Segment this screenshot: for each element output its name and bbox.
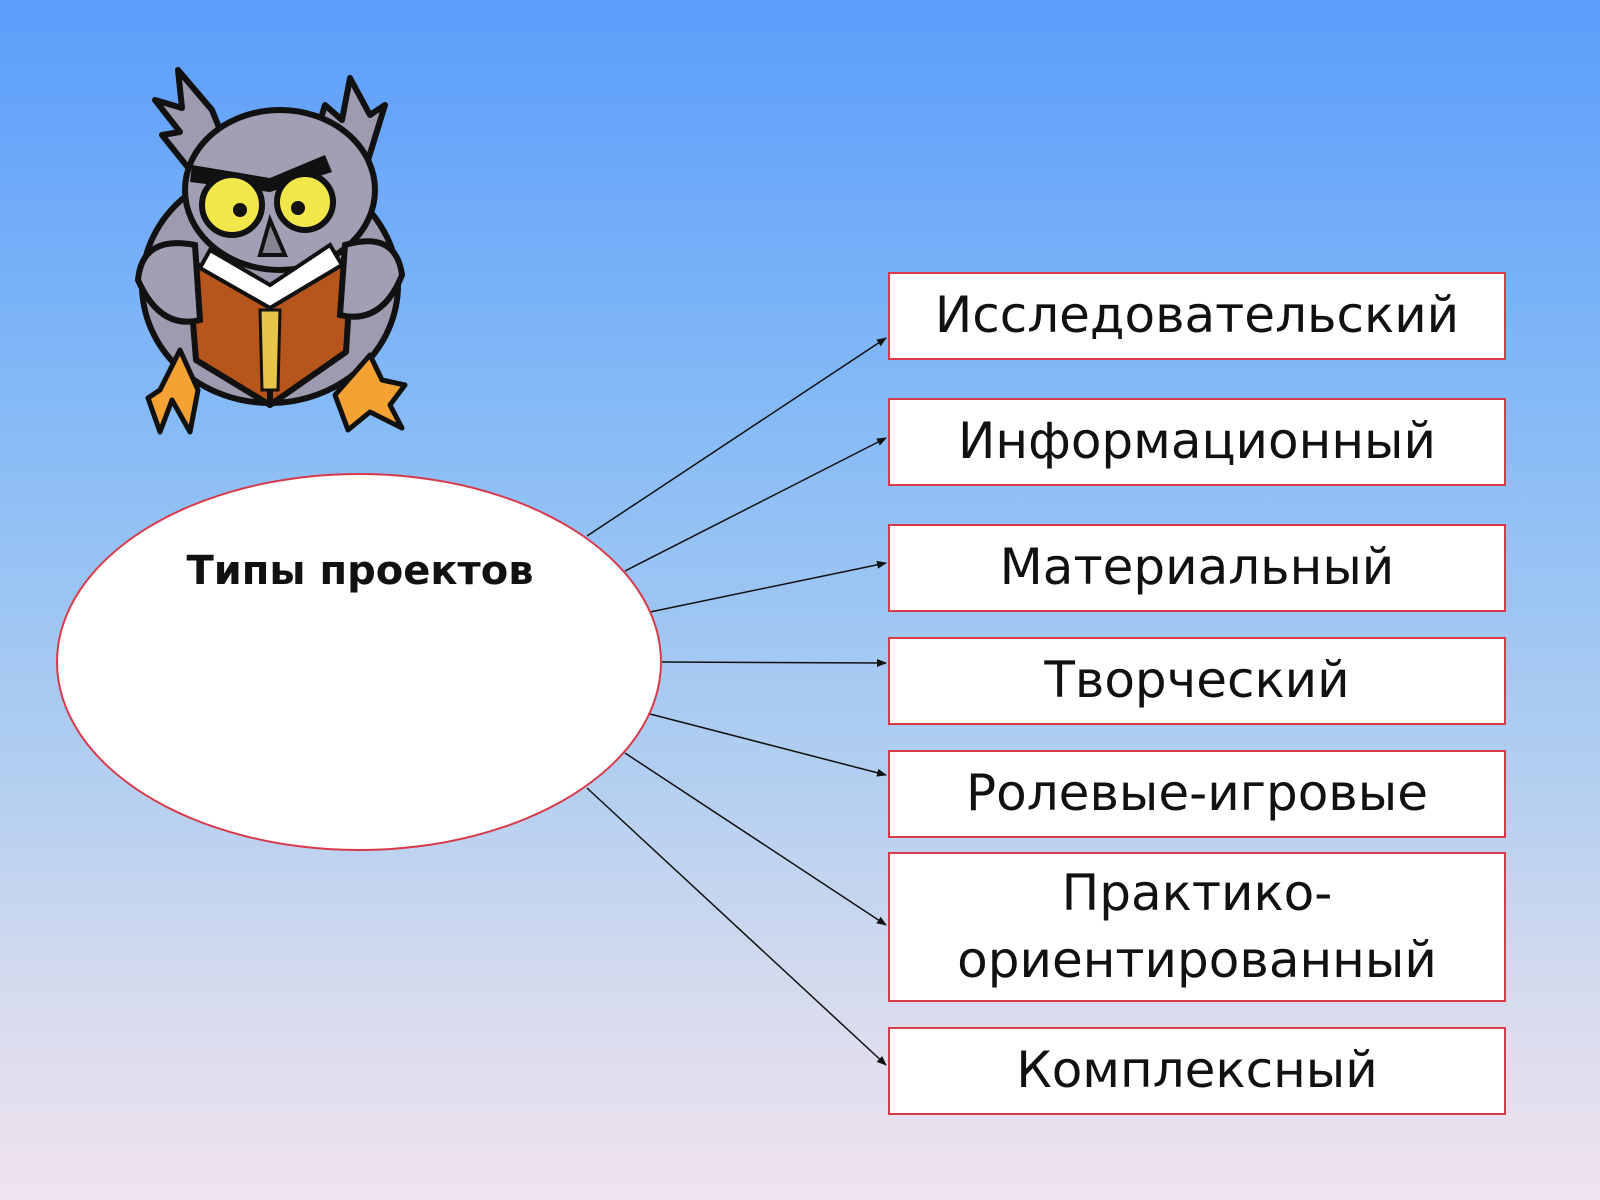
project-types-ellipse <box>56 473 662 851</box>
arrow-7 <box>586 787 887 1066</box>
arrow-3 <box>649 560 887 613</box>
arrow-2 <box>624 437 887 572</box>
type-box-complex: Комплексный <box>888 1027 1506 1115</box>
arrow-6 <box>624 752 887 926</box>
owl-reading-book-icon <box>134 67 408 435</box>
type-box-informational: Информационный <box>888 398 1506 486</box>
arrow-1 <box>586 337 887 537</box>
type-box-role-play: Ролевые-игровые <box>888 750 1506 838</box>
type-box-material: Материальный <box>888 524 1506 612</box>
arrow-4 <box>661 658 887 667</box>
type-box-creative: Творческий <box>888 637 1506 725</box>
type-box-research: Исследовательский <box>888 272 1506 360</box>
arrow-5 <box>649 713 887 777</box>
type-box-practice-oriented: Практико-ориентированный <box>888 852 1506 1002</box>
center-label: Типы проектов <box>186 548 534 594</box>
